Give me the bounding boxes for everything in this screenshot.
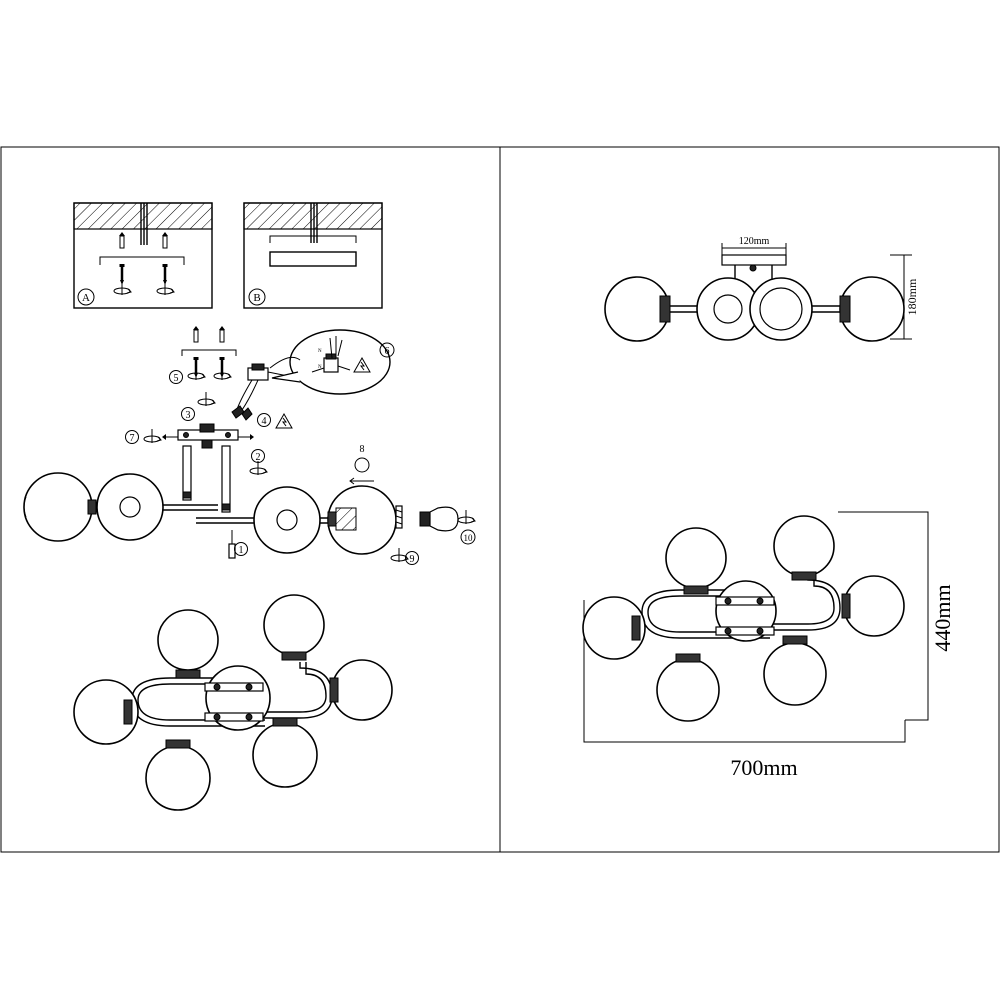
step-a-diagram: A (73, 202, 213, 309)
step-2-label: 2 (256, 452, 261, 463)
height-label: 180mm (905, 278, 919, 315)
globe-shade-icon (327, 485, 397, 555)
down-rod (221, 445, 231, 513)
globe-ring-icon (253, 486, 321, 554)
step-10-label: 10 (464, 533, 474, 543)
step-b-label: B (253, 292, 260, 304)
step-5-label: 5 (174, 373, 179, 384)
assembled-fixture-left (73, 594, 393, 811)
globe-shade-icon (23, 472, 97, 542)
svg-text:N: N (318, 365, 322, 370)
top-view: 700mm 440mm (582, 511, 955, 780)
step-4-label: 4 (262, 416, 267, 427)
side-elevation: 120mm 180mm (604, 236, 919, 342)
depth-label: 440mm (930, 584, 955, 651)
step-5-screws: 5 (169, 325, 237, 384)
step-9-label: 9 (410, 554, 415, 565)
step-8-label: 8 (360, 444, 365, 455)
mounting-bracket (162, 423, 254, 449)
step-b-diagram: B (243, 202, 383, 309)
step-6-label: 6 (385, 346, 390, 357)
step-7-label: 7 (130, 433, 135, 444)
light-bulb-icon (419, 506, 459, 532)
width-label: 700mm (730, 755, 797, 780)
canopy-width-label: 120mm (739, 236, 770, 247)
svg-text:N: N (318, 349, 322, 354)
step-6-wiring: N N 6 (247, 329, 395, 395)
step-3-label: 3 (186, 410, 191, 421)
step-a-label: A (82, 292, 90, 304)
warning-triangle-icon (353, 356, 371, 373)
down-rod (182, 445, 192, 501)
warning-triangle-icon (275, 412, 293, 429)
step-1-label: 1 (239, 545, 244, 556)
globe-ring-icon (96, 473, 164, 541)
